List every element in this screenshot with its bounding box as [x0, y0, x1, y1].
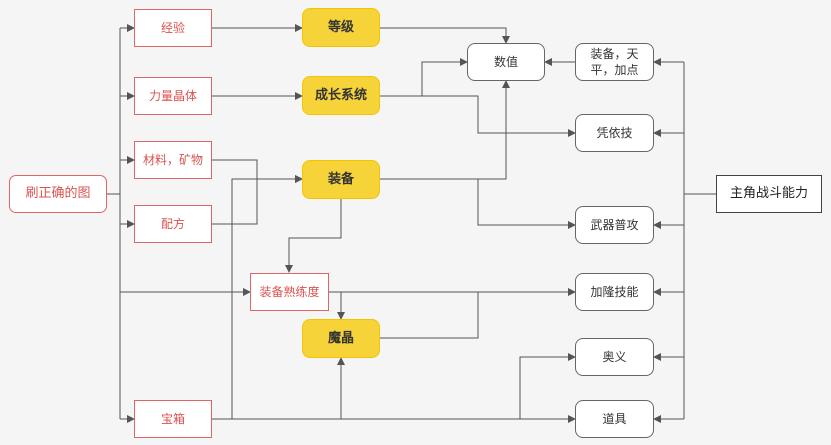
- node-chest[interactable]: 宝箱: [134, 400, 212, 438]
- edge-chest-to-equip: [212, 175, 303, 420]
- node-weapon-attack[interactable]: 武器普攻: [575, 206, 654, 244]
- node-equip-scale-points[interactable]: 装备，天平，加点: [575, 43, 654, 81]
- edge-materials-to-equip: [212, 159, 303, 183]
- edge-level-to-stats: [380, 27, 510, 44]
- node-magic-crystal[interactable]: 魔晶: [302, 319, 380, 358]
- node-jialong-skill[interactable]: 加隆技能: [575, 273, 654, 311]
- node-equip-mastery[interactable]: 装备熟练度: [250, 273, 329, 311]
- node-items[interactable]: 道具: [575, 400, 654, 438]
- edge-magic-to-jialong: [380, 292, 479, 339]
- edge-growth-to-talisman: [422, 95, 576, 137]
- edge-equip-to-stats: [380, 80, 510, 180]
- edge-chest-to-ultimate: [519, 353, 576, 419]
- node-talisman-skill[interactable]: 凭依技: [575, 114, 654, 152]
- node-combat-ability[interactable]: 主角战斗能力: [716, 175, 822, 213]
- node-materials[interactable]: 材料，矿物: [134, 141, 212, 179]
- node-equipment[interactable]: 装备: [302, 160, 380, 199]
- node-recipe[interactable]: 配方: [134, 205, 212, 243]
- edge-recipe-to-equip: [212, 179, 258, 225]
- node-exp[interactable]: 经验: [134, 9, 212, 47]
- node-start[interactable]: 刷正确的图: [9, 175, 107, 213]
- node-growth-system[interactable]: 成长系统: [302, 76, 380, 115]
- node-ultimate[interactable]: 奥义: [575, 338, 654, 376]
- edge-growth-to-stats: [380, 58, 468, 97]
- node-stats[interactable]: 数值: [467, 43, 545, 81]
- node-power-crystal[interactable]: 力量晶体: [134, 77, 212, 115]
- edge-equip-to-mastery: [285, 199, 342, 273]
- edge-chest-to-magic: [232, 357, 345, 420]
- node-level[interactable]: 等级: [302, 8, 380, 47]
- edge-equip-to-weapon: [477, 179, 576, 229]
